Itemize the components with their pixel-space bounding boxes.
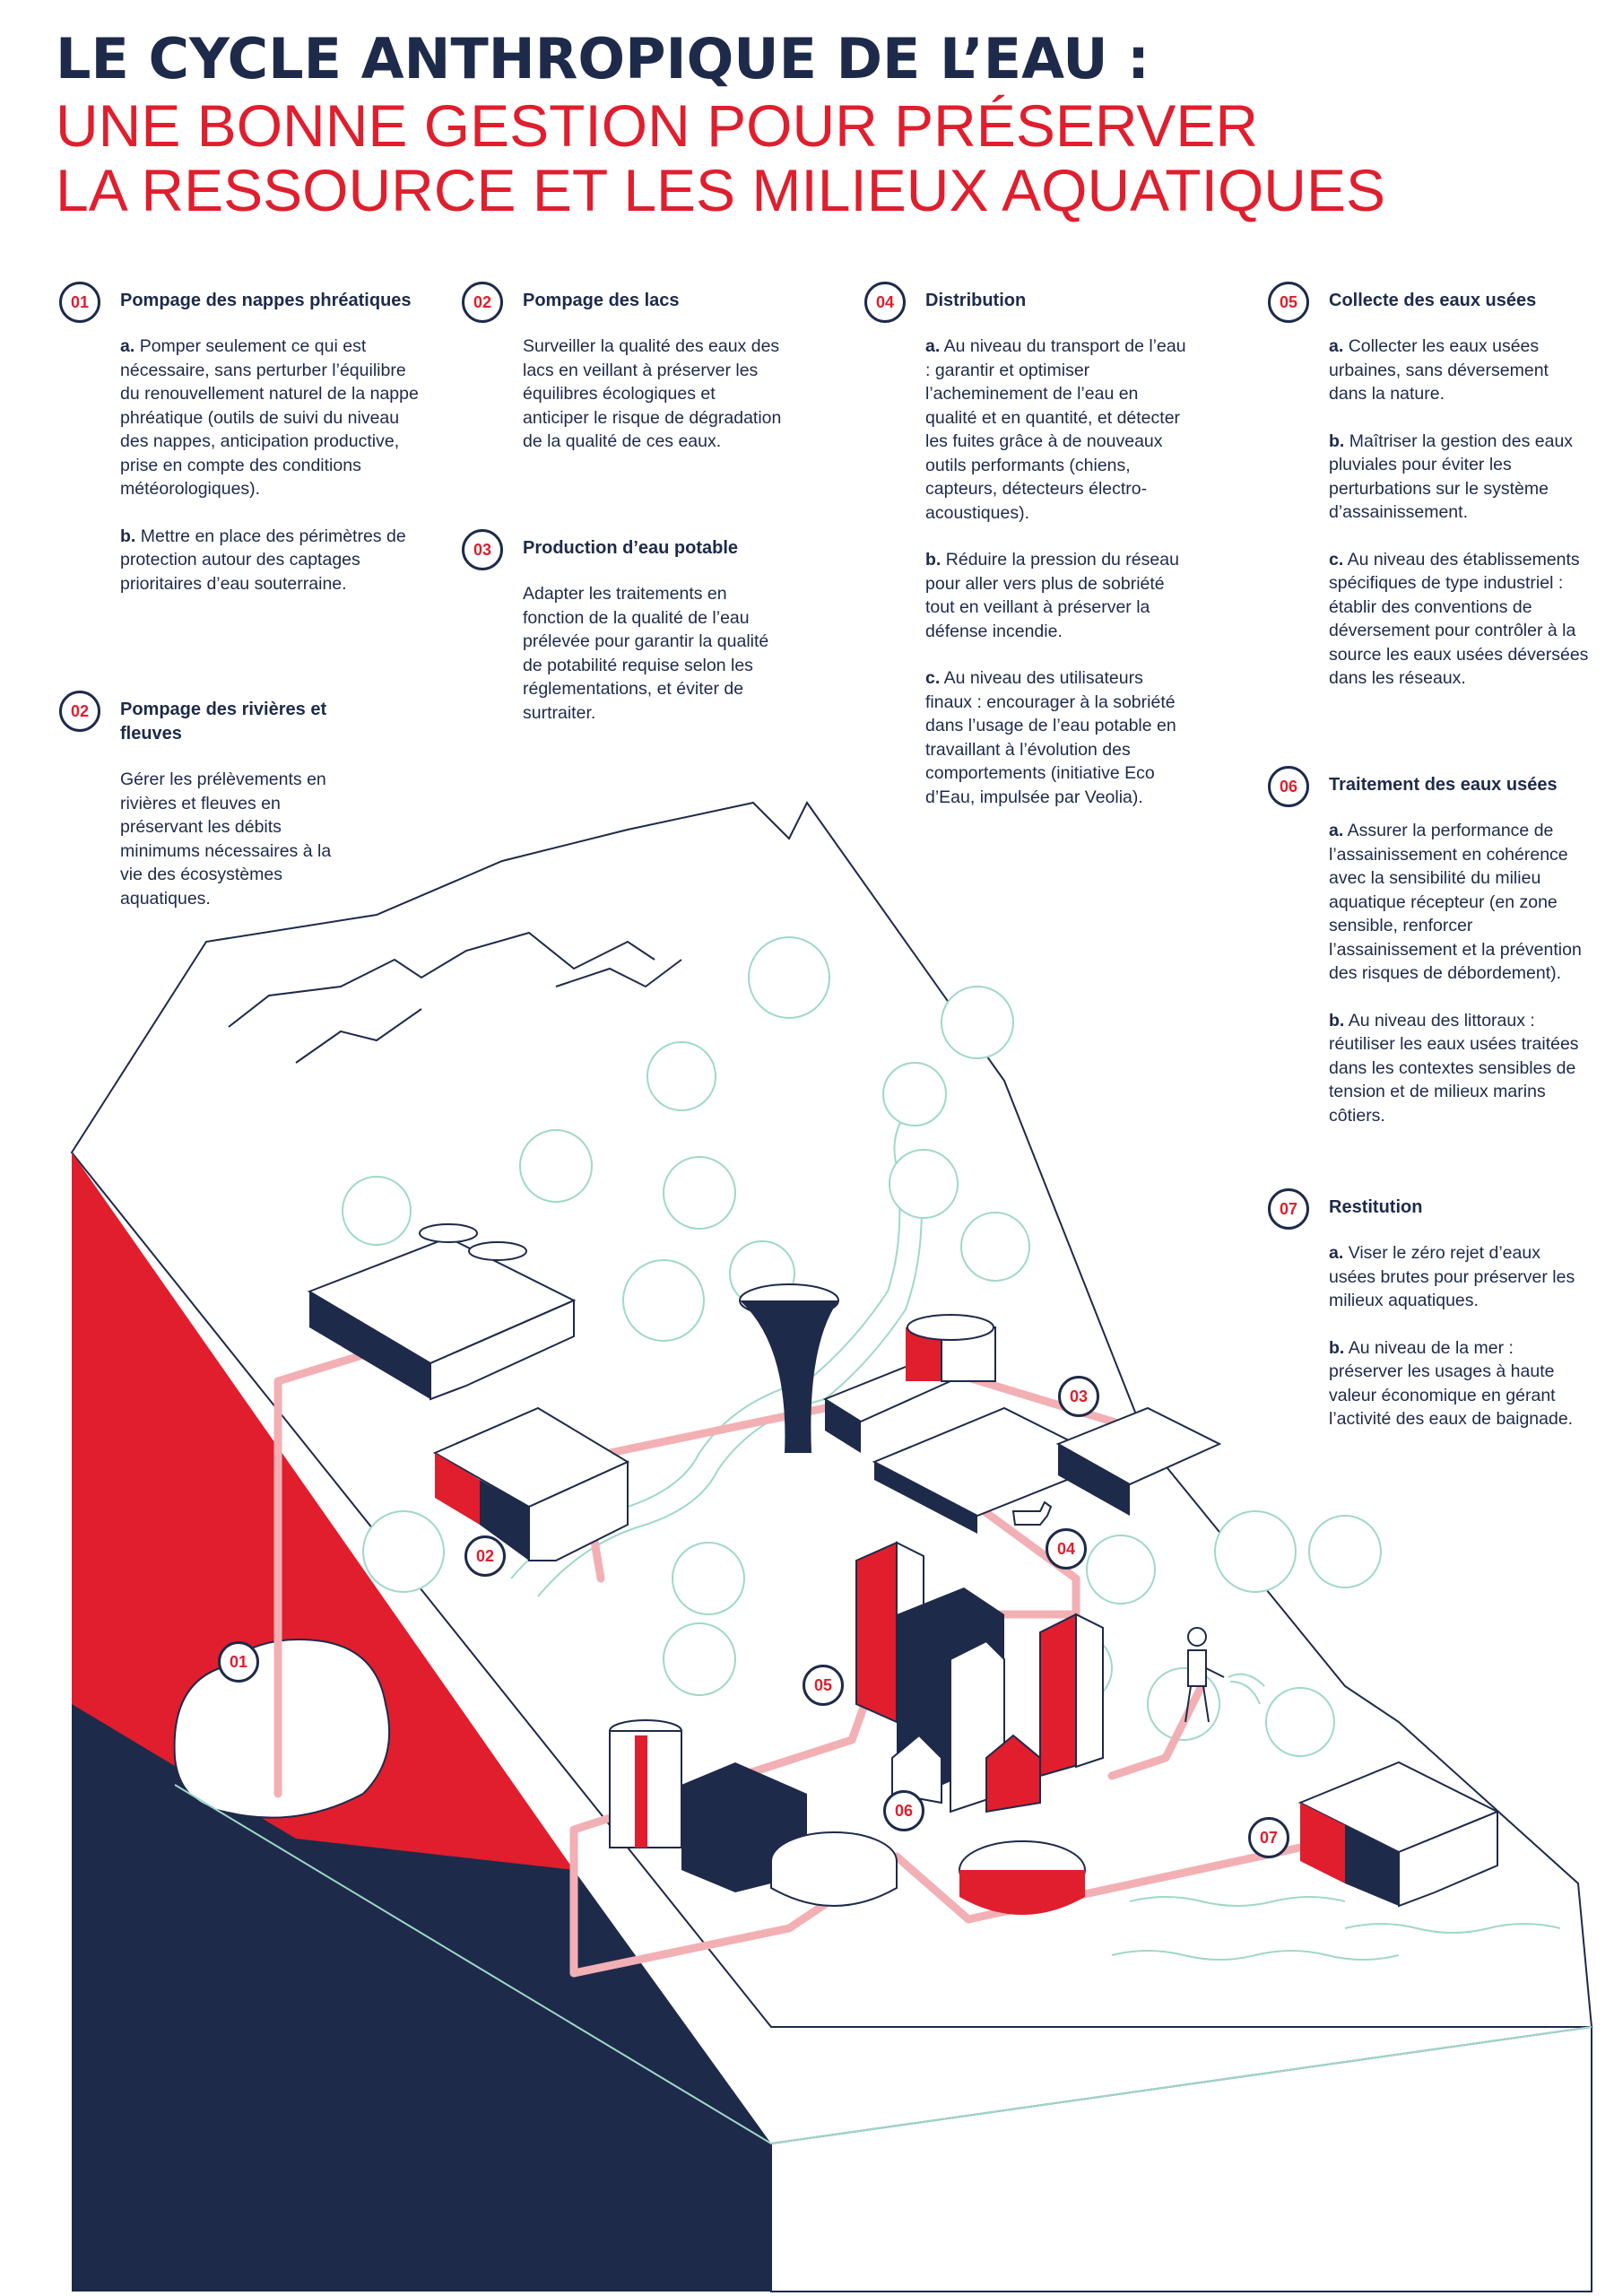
section-item-b: b. Au niveau de la mer : préserver les u…: [1329, 1337, 1574, 1430]
section-number: 04: [864, 282, 906, 323]
marker-07: 07: [1248, 1817, 1289, 1858]
section-item-c: c. Au niveau des utilisateurs finaux : e…: [925, 668, 1176, 807]
dog-figure: [1011, 1500, 1053, 1526]
section-heading: Distribution: [925, 291, 1027, 310]
section-heading: Pompage des rivières et fleuves: [120, 700, 327, 744]
section-number: 03: [462, 529, 503, 570]
section-item-a: a. Viser le zéro rejet d’eaux usées brut…: [1329, 1243, 1575, 1310]
marker-01: 01: [218, 1641, 259, 1683]
marker-05: 05: [803, 1665, 844, 1706]
section-text: Surveiller la qualité des eaux des lacs …: [523, 336, 782, 451]
water-tower: [739, 1283, 839, 1453]
section-item-a: a. Pomper seulement ce qui est nécessair…: [120, 336, 419, 499]
section-07: 07 Restitution a. Viser le zéro rejet d’…: [1268, 1188, 1591, 1455]
title-line-1: LE CYCLE ANTHROPIQUE DE L’EAU :: [56, 26, 1150, 91]
title-line-2: UNE BONNE GESTION POUR PRÉSERVER: [56, 92, 1259, 159]
page-title: LE CYCLE ANTHROPIQUE DE L’EAU : UNE BONN…: [56, 25, 1535, 222]
section-text: Gérer les prélèvements en rivières et fl…: [120, 770, 332, 909]
city-buildings: [855, 1541, 1104, 1813]
section-number: 07: [1268, 1188, 1309, 1230]
section-06: 06 Traitement des eaux usées a. Assurer …: [1268, 766, 1591, 1151]
section-item-a: a. Collecter les eaux usées urbaines, sa…: [1329, 336, 1549, 404]
section-item-a: a. Au niveau du transport de l’eau : gar…: [925, 336, 1186, 523]
restitution-building: [1297, 1761, 1500, 1908]
section-number: 05: [1268, 282, 1309, 323]
marker-02: 02: [464, 1535, 506, 1577]
section-item-b: b. Réduire la pression du réseau pour al…: [925, 550, 1179, 641]
section-heading: Production d’eau potable: [523, 538, 739, 558]
river-pumping-building: [432, 1406, 630, 1561]
marker-06: 06: [883, 1790, 924, 1831]
section-heading: Pompage des nappes phréatiques: [120, 291, 412, 310]
potable-water-plant: [822, 1314, 1222, 1534]
section-heading: Pompage des lacs: [523, 291, 680, 310]
section-02-lakes: 02 Pompage des lacs Surveiller la qualit…: [462, 282, 783, 477]
marker-03: 03: [1058, 1376, 1099, 1417]
section-02-rivers: 02 Pompage des rivières et fleuves Gérer…: [59, 691, 353, 934]
gardener-figure: [1184, 1627, 1225, 1723]
section-heading: Collecte des eaux usées: [1329, 291, 1537, 310]
ground-navy: [72, 1704, 771, 2292]
section-text: Adapter les traitements en fonction de l…: [523, 584, 769, 723]
wastewater-plant: [609, 1719, 1086, 1915]
section-item-b: b. Mettre en place des périmètres de pro…: [120, 526, 406, 594]
section-number: 02: [59, 691, 100, 732]
section-heading: Restitution: [1329, 1197, 1423, 1217]
section-heading: Traitement des eaux usées: [1329, 775, 1558, 795]
lake-pumping-building: [307, 1223, 577, 1401]
title-line-3: LA RESSOURCE ET LES MILIEUX AQUATIQUES: [56, 157, 1386, 223]
section-number: 01: [59, 282, 100, 323]
section-item-c: c. Au niveau des établissements spécifiq…: [1329, 549, 1589, 689]
marker-04: 04: [1046, 1528, 1087, 1570]
section-number: 02: [462, 282, 503, 323]
section-item-b: b. Au niveau des littoraux : réutiliser …: [1329, 1010, 1579, 1126]
section-05: 05 Collecte des eaux usées a. Collecter …: [1268, 282, 1591, 714]
section-03: 03 Production d’eau potable Adapter les …: [462, 529, 792, 748]
section-item-a: a. Assurer la performance de l’assainiss…: [1329, 821, 1582, 983]
section-04: 04 Distribution a. Au niveau du transpor…: [864, 282, 1194, 832]
section-item-b: b. Maîtriser la gestion des eaux pluvial…: [1329, 430, 1574, 523]
section-01: 01 Pompage des nappes phréatiques a. Pom…: [59, 282, 425, 619]
section-number: 06: [1268, 766, 1309, 807]
